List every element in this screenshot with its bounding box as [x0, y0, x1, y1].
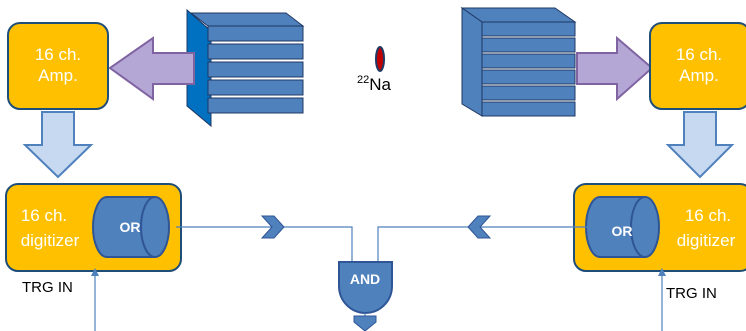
left-or-logic: OR [92, 196, 170, 258]
right-detector-bar [481, 85, 576, 101]
left-trg-in-label: TRG IN [22, 279, 73, 296]
source-mass-number: 22 [357, 74, 369, 86]
and-gate-label: AND [350, 271, 380, 287]
right-detector-bar [481, 101, 576, 117]
right-amplifier-box: 16 ch. Amp. [649, 22, 746, 110]
left-or-label: OR [120, 219, 141, 235]
source-capsule-icon [375, 46, 385, 72]
right-trg-in-arrowhead [658, 268, 666, 276]
source-element: Na [369, 75, 391, 94]
right-or-logic: OR [585, 196, 660, 258]
left-or-to-and-wire [176, 226, 353, 262]
left-detector-bar [189, 12, 305, 42]
and-output-chevron [353, 315, 377, 331]
left-detector-bar [207, 43, 304, 60]
right-trg-in-label: TRG IN [666, 285, 717, 302]
right-detector-side [461, 7, 483, 117]
right-amp-label-line1: 16 ch. [676, 45, 722, 64]
right-digitizer-box: OR 16 ch. digitizer [573, 183, 746, 272]
source-label: 22Na [357, 74, 392, 94]
left-signal-arrow [108, 36, 195, 101]
left-wire-chevron [260, 215, 285, 239]
right-detector-bar [481, 53, 576, 69]
left-detector-bar [207, 97, 304, 114]
right-digitizer-label-line2: digitizer [677, 231, 736, 250]
left-amp-label-line2: Amp. [38, 66, 78, 85]
right-or-label: OR [612, 223, 633, 239]
left-amplifier-box: 16 ch. Amp. [7, 22, 109, 110]
left-digitizer-label-line1: 16 ch. [21, 206, 67, 225]
right-detector-bar [460, 7, 577, 37]
right-detector-bar [481, 69, 576, 85]
and-gate: AND [338, 261, 393, 314]
left-detector-bar [207, 79, 304, 96]
left-trg-in-arrowhead [91, 268, 99, 276]
right-digitizer-label-line1: 16 ch. [685, 206, 731, 225]
na22-source: 22Na [357, 46, 392, 94]
right-detector-bar [481, 37, 576, 53]
left-amp-label-line1: 16 ch. [35, 45, 81, 64]
right-signal-arrow [576, 35, 654, 102]
left-digitizer-box: 16 ch. digitizer OR [5, 183, 182, 272]
left-detector-array [186, 8, 305, 128]
right-wire-chevron [467, 215, 492, 239]
right-or-to-and-wire [377, 226, 588, 262]
left-amp-to-digitizer-arrow [22, 111, 94, 179]
right-amp-label-line2: Amp. [679, 66, 719, 85]
right-detector-array [460, 7, 577, 117]
left-digitizer-label-line2: digitizer [21, 231, 80, 250]
left-detector-bar [207, 61, 304, 78]
right-amp-to-digitizer-arrow [665, 111, 735, 179]
